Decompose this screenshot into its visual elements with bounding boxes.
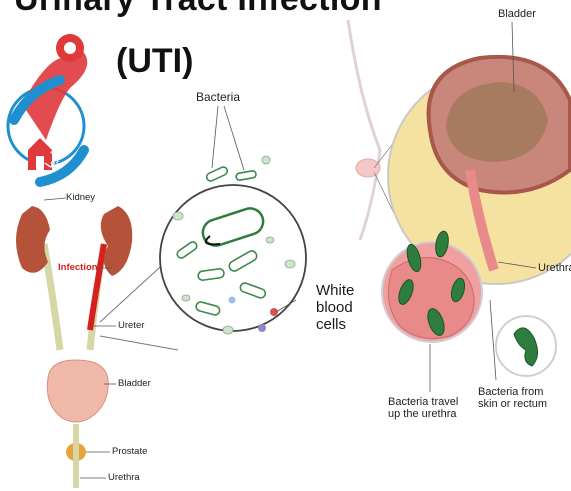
label-urethra-right: Urethra: [538, 262, 571, 274]
label-infection: Infection: [58, 262, 98, 273]
label-urethra-left: Urethra: [108, 472, 140, 483]
page-subtitle: (UTI): [116, 42, 193, 81]
label-bladder-right: Bladder: [498, 8, 536, 20]
label-white-blood-cells: White blood cells: [316, 282, 354, 333]
urethra-cross-section: [348, 20, 571, 392]
label-kidney: Kidney: [66, 192, 95, 203]
page-title: Urinary Tract Infection: [14, 0, 382, 19]
label-ureter: Ureter: [118, 320, 144, 331]
label-bacteria: Bacteria: [196, 90, 240, 104]
label-bacteria-from: Bacteria from skin or rectum: [478, 386, 547, 410]
label-prostate: Prostate: [112, 446, 147, 457]
label-bladder-left: Bladder: [118, 378, 151, 389]
label-bacteria-travel: Bacteria travel up the urethra: [388, 396, 458, 420]
